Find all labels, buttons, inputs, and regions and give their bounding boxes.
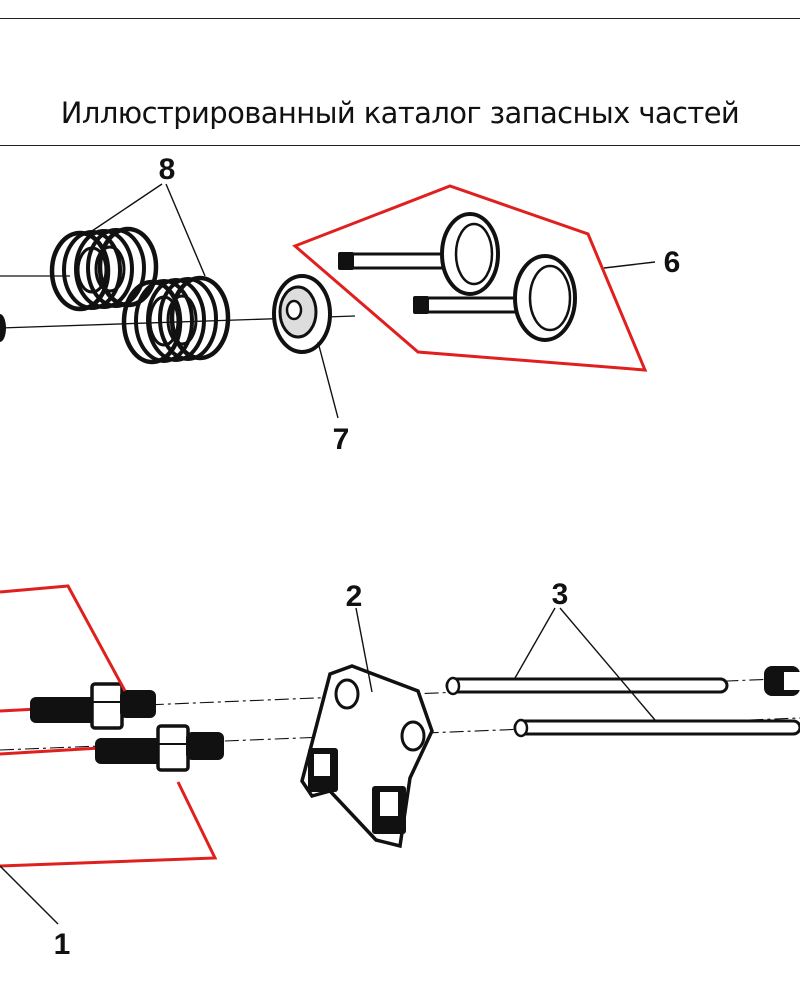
spring-retainer-icon [272, 274, 332, 354]
valves-highlight-outline [292, 184, 648, 372]
studs-highlight-top [0, 584, 127, 692]
leader-3b [559, 607, 656, 721]
top-rule [0, 18, 800, 19]
tappet-icon-right-edge-hole [784, 672, 800, 690]
highlight-axis-2 [0, 746, 101, 756]
nut-icon-left-edge [0, 314, 6, 342]
callout-1: 1 [54, 928, 71, 961]
leader-7 [317, 341, 339, 419]
stud-bolt-icon-2 [95, 724, 224, 772]
leader-1 [0, 865, 59, 925]
leader-8b [165, 183, 206, 277]
leader-3a [514, 607, 556, 679]
valve-icon-1 [338, 212, 500, 296]
callout-2: 2 [346, 580, 363, 613]
leader-2 [355, 607, 373, 693]
exploded-parts-diagram: 8 6 7 2 3 1 [0, 153, 800, 961]
valve-spring-icon-2 [121, 275, 231, 365]
upper-assembly [0, 183, 656, 419]
valve-icon-2 [413, 254, 577, 342]
lower-assembly [0, 584, 800, 925]
callout-7: 7 [333, 423, 350, 456]
stud-bolt-icon-1 [30, 682, 156, 730]
page-title: Иллюстрированный каталог запасных частей [60, 96, 740, 130]
push-rod-icon-1 [445, 676, 729, 696]
callout-8: 8 [159, 153, 176, 186]
callout-6: 6 [664, 246, 681, 279]
bracket-plate-icon [300, 664, 434, 849]
leader-6 [603, 261, 656, 269]
callout-3: 3 [552, 578, 569, 611]
push-rod-icon-2 [513, 718, 800, 738]
studs-highlight-bottom [0, 781, 218, 868]
leader-8a [91, 183, 163, 232]
title-underline [0, 145, 800, 146]
